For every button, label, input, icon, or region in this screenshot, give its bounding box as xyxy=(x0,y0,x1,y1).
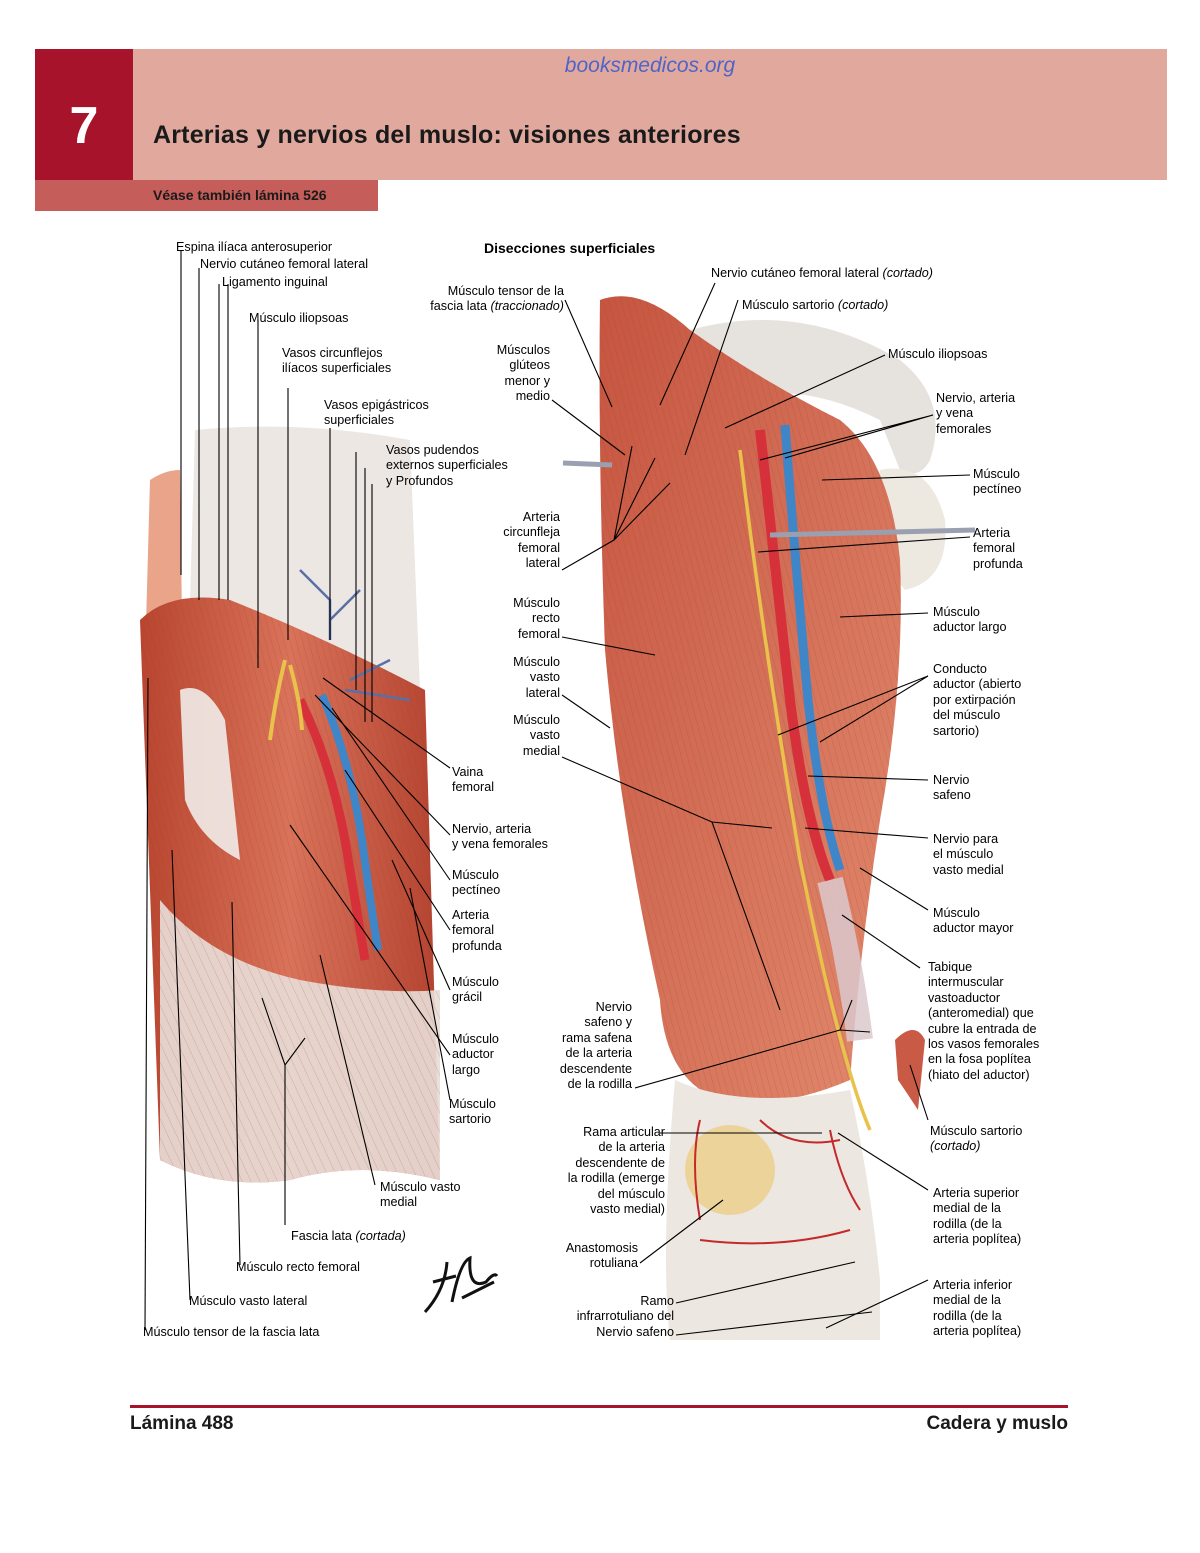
left-femoral-artery xyxy=(295,697,370,961)
right-adductor-septum xyxy=(817,876,873,1042)
label-ligamento-inguinal: Ligamento inguinal xyxy=(222,275,328,289)
left-thigh-figure xyxy=(140,426,440,1183)
label-tensor-fascia-left: Músculo tensor de la fascia lata xyxy=(143,1325,320,1339)
label-fascia-lata: Fascia lata (cortada) xyxy=(291,1229,406,1243)
right-genicular-arteries xyxy=(694,1119,861,1245)
footer-section-title: Cadera y muslo xyxy=(926,1413,1069,1434)
label-nervio-cutaneo-left: Nervio cutáneo femoral lateral xyxy=(200,257,368,271)
left-fascia-white xyxy=(180,688,240,860)
see-also-reference[interactable]: Véase también lámina 526 xyxy=(153,187,327,203)
right-thigh-figure xyxy=(562,296,976,1340)
left-femoral-nerve xyxy=(268,659,304,741)
label-sartorio-cortado-top: Músculo sartorio (cortado) xyxy=(742,298,889,312)
right-pelvis-bone xyxy=(690,320,936,474)
label-vasto-lateral-left: Músculo vasto lateral xyxy=(189,1294,308,1308)
label-iliopsoas-left: Músculo iliopsoas xyxy=(249,311,349,325)
left-fascia-lata xyxy=(160,900,440,1183)
label-sartorio-cortado-inf: Músculo sartorio(cortado) xyxy=(930,1124,1023,1154)
see-also-bar xyxy=(35,180,378,211)
left-skin-top xyxy=(190,426,420,690)
header-band xyxy=(133,49,1167,180)
right-femoral-vein xyxy=(780,424,845,872)
label-recto-femoral-left: Músculo recto femoral xyxy=(236,1260,360,1274)
watermark-link[interactable]: booksmedicos.org xyxy=(564,54,736,77)
right-sartorius-cut xyxy=(895,1030,925,1110)
footer-rule xyxy=(130,1405,1068,1408)
chapter-number: 7 xyxy=(69,97,99,155)
heading-disecciones: Disecciones superficiales xyxy=(484,240,656,256)
right-retractor-top xyxy=(562,460,613,468)
left-leader-lines xyxy=(144,250,451,1331)
right-leader-lines xyxy=(551,282,971,1336)
label-nervio-cutaneo-right: Nervio cutáneo femoral lateral (cortado) xyxy=(711,266,933,280)
right-retractor-mid xyxy=(769,527,976,538)
footer-plate-number: Lámina 488 xyxy=(130,1413,234,1434)
left-femoral-vein xyxy=(318,693,382,951)
right-femoral-artery xyxy=(755,429,835,882)
netter-signature-image xyxy=(423,1255,499,1314)
label-iliopsoas-right: Músculo iliopsoas xyxy=(888,347,988,361)
label-tensor-right: Músculo tensor de la fascia lata (tracci… xyxy=(430,284,564,314)
label-espina-iliaca: Espina ilíaca anterosuperior xyxy=(176,240,333,254)
page-title: Arterias y nervios del muslo: visiones a… xyxy=(153,121,741,149)
right-saphenous-nerve xyxy=(738,449,872,1131)
right-patella xyxy=(685,1125,775,1215)
